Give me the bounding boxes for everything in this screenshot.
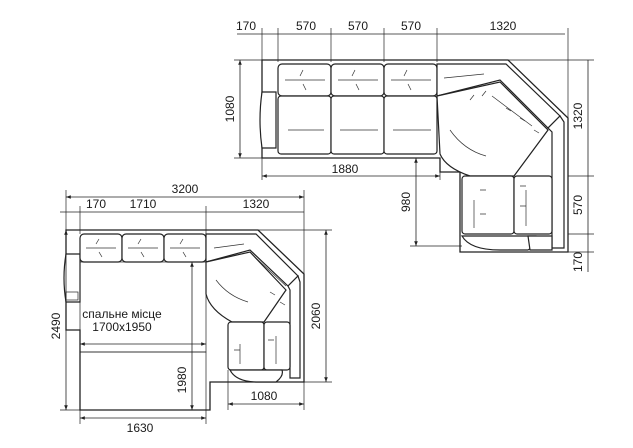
bottom-dim-1080: 1080	[251, 389, 278, 403]
bottom-dim-2490: 2490	[49, 312, 63, 339]
top-dim-1320: 1320	[490, 19, 517, 33]
top-view-dimensions: 170 570 570 570 1320 1080 1880 980 1320 …	[223, 19, 594, 272]
bottom-dim-3200: 3200	[172, 182, 199, 196]
bed-label-line1: спальне місце	[82, 307, 162, 321]
top-dim-570-a: 570	[296, 19, 316, 33]
bed-label-line2: 1700x1950	[92, 320, 152, 334]
top-dim-1320-right: 1320	[571, 102, 585, 129]
top-dim-1080: 1080	[223, 95, 237, 122]
bottom-dim-1710: 1710	[130, 197, 157, 211]
top-dim-570-right: 570	[571, 195, 585, 215]
bottom-dim-1630: 1630	[127, 421, 154, 435]
top-dim-1880: 1880	[332, 162, 359, 176]
top-dim-570-c: 570	[401, 19, 421, 33]
bottom-view-sofa	[63, 229, 305, 411]
bottom-view-dimensions: 3200 170 1710 1320 2490 2060 1980 1080 1…	[49, 182, 332, 435]
top-dim-170-right: 170	[571, 252, 585, 272]
top-view-sofa	[259, 59, 569, 253]
bottom-dim-2060: 2060	[309, 302, 323, 329]
bottom-dim-1980: 1980	[175, 366, 189, 393]
bottom-dim-1320: 1320	[243, 197, 270, 211]
top-dim-980: 980	[399, 192, 413, 212]
bottom-dim-170: 170	[86, 197, 106, 211]
top-dim-570-b: 570	[348, 19, 368, 33]
top-dim-170: 170	[236, 19, 256, 33]
